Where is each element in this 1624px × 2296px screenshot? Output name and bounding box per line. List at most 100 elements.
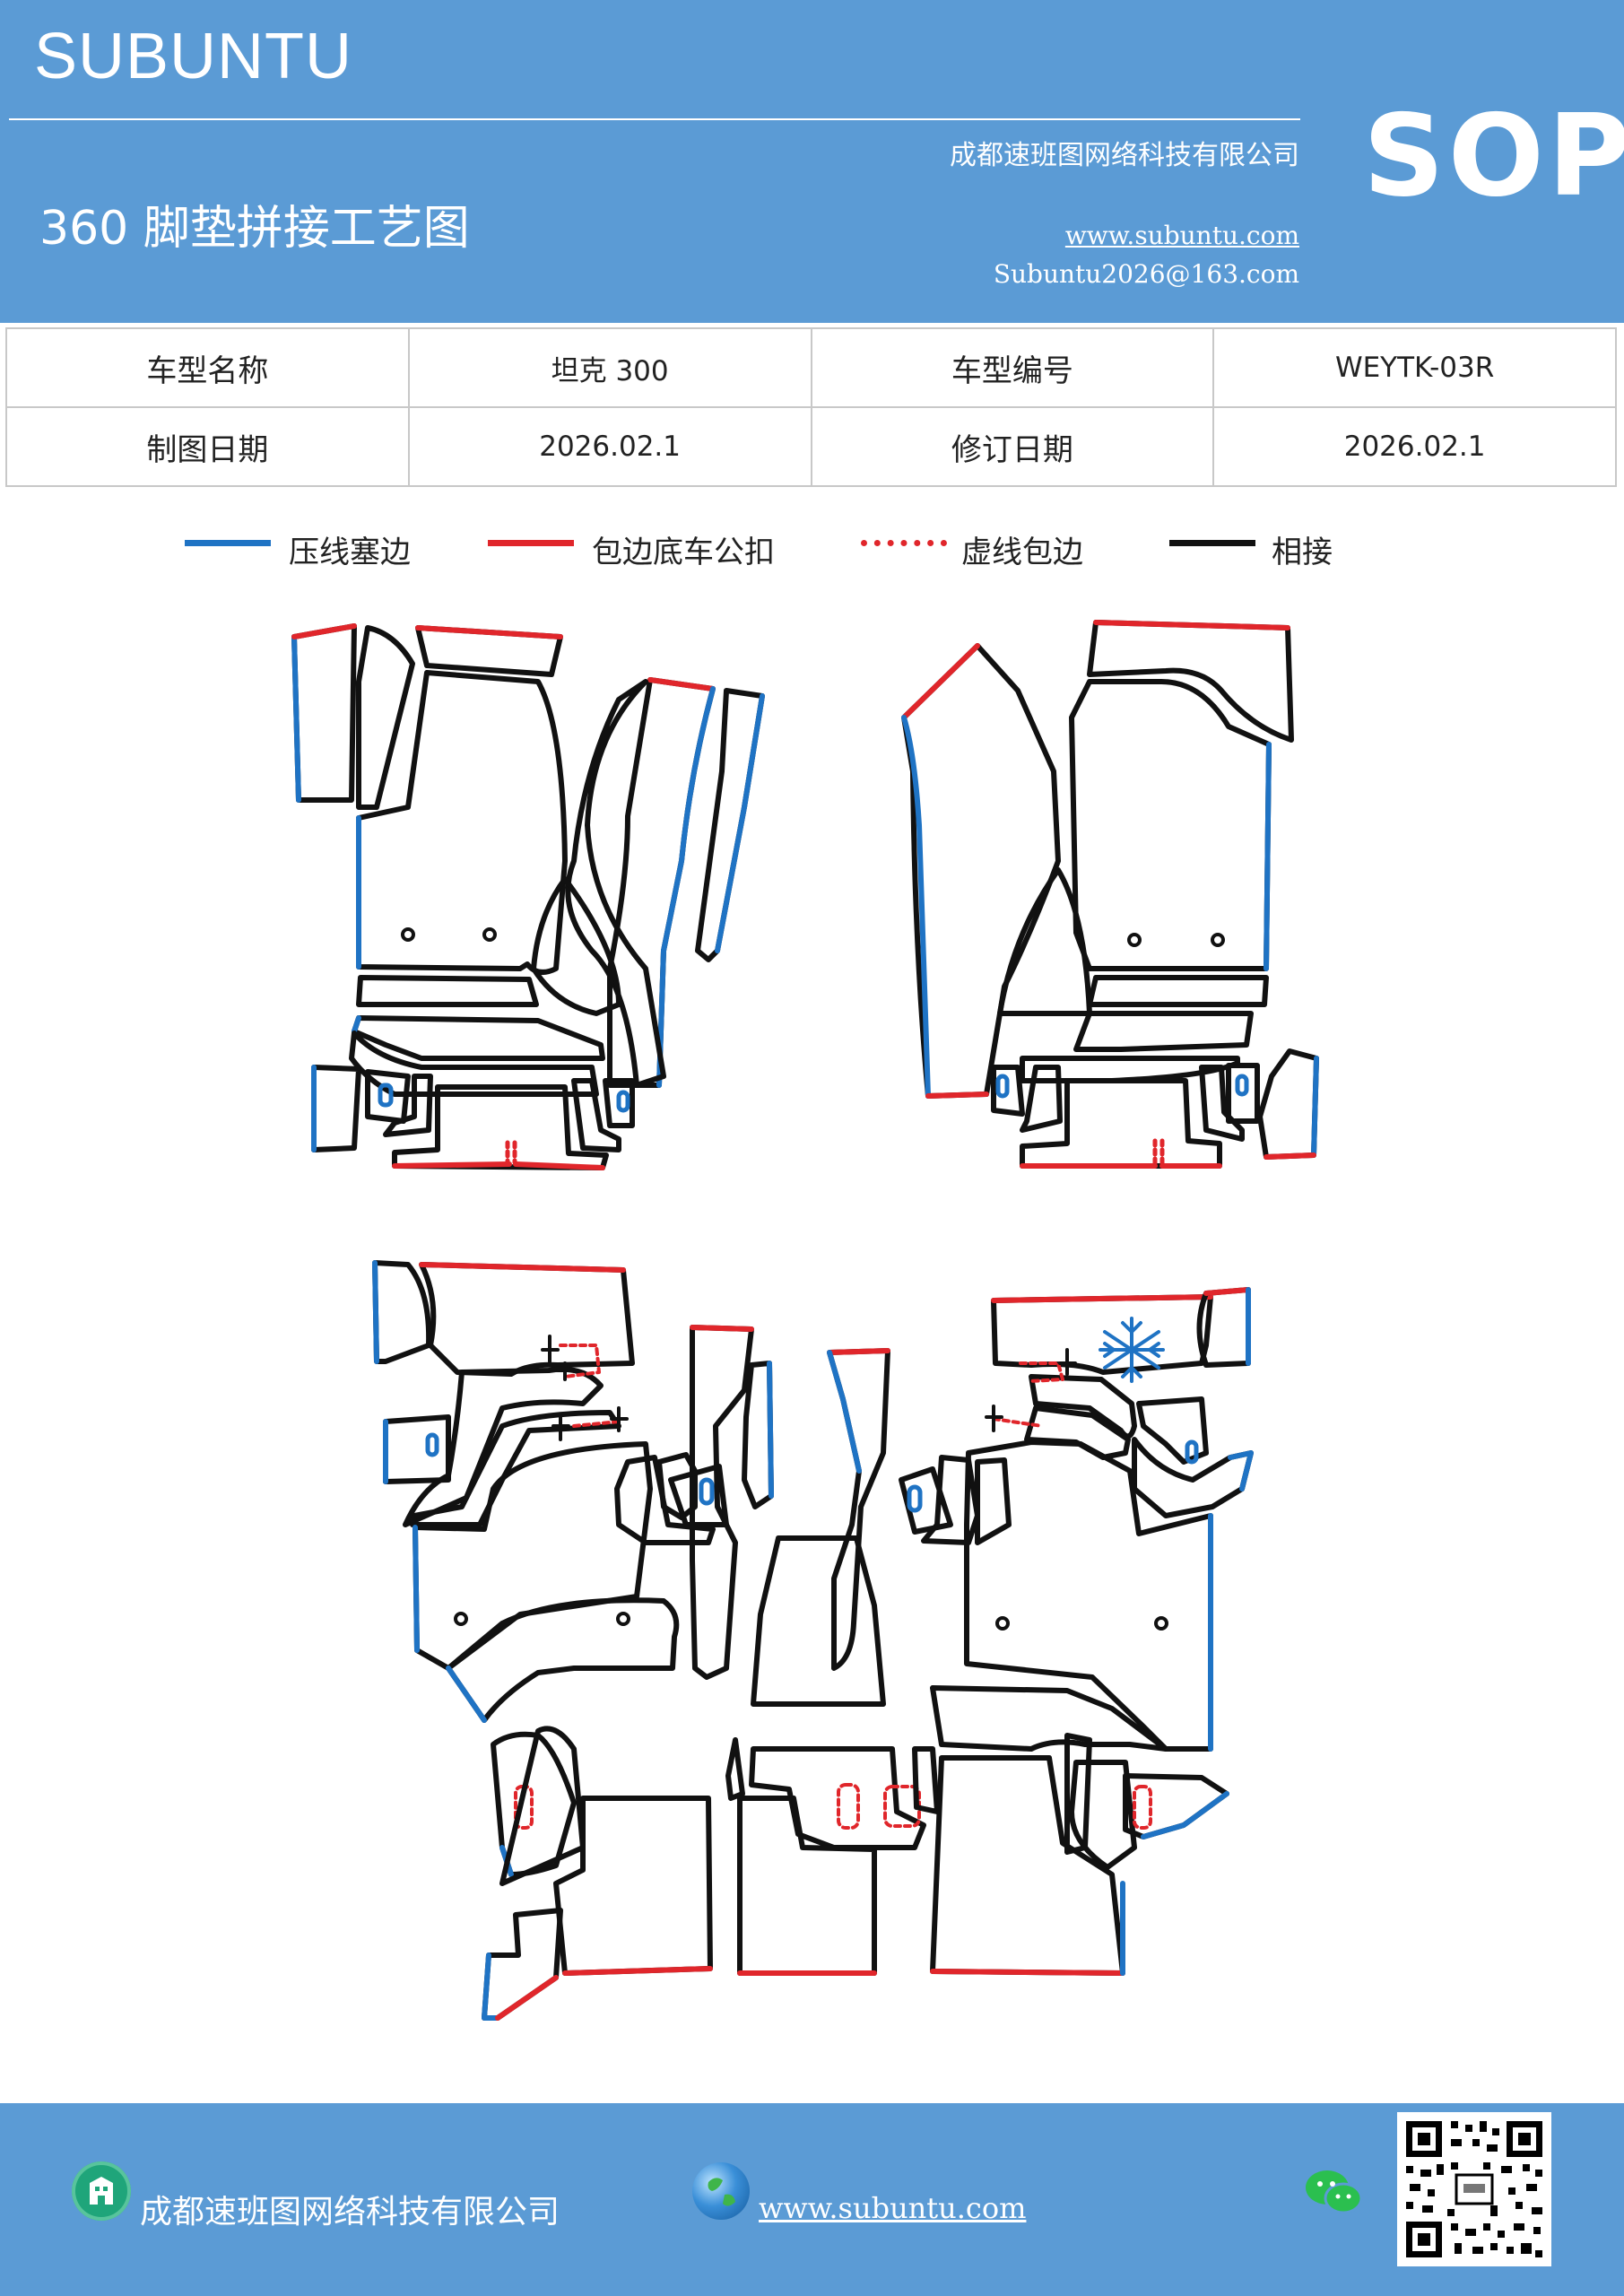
mounting-hole bbox=[1211, 933, 1225, 947]
mat-piece bbox=[1073, 1011, 1254, 1052]
legend-swatch-blue bbox=[185, 540, 271, 546]
press-slot bbox=[425, 1432, 439, 1457]
mat-piece bbox=[1020, 1065, 1063, 1133]
mat-piece bbox=[419, 1262, 635, 1377]
mat-piece-edge bbox=[413, 1525, 420, 1653]
mat-piece bbox=[372, 1260, 432, 1364]
legend-label: 相接 bbox=[1272, 535, 1333, 570]
mat-piece bbox=[356, 670, 568, 975]
mat-piece-edge bbox=[352, 1015, 361, 1034]
sop-badge: SOP bbox=[1363, 90, 1624, 222]
mat-piece-edge bbox=[495, 1975, 559, 2021]
snowflake-logo-icon bbox=[1099, 1317, 1165, 1383]
header-website-link[interactable]: www.subuntu.com bbox=[1064, 221, 1299, 250]
legend-swatch-red-dotted bbox=[861, 540, 947, 546]
mat-piece-edge bbox=[505, 1140, 517, 1165]
footer-website-link[interactable]: www.subuntu.com bbox=[759, 2191, 1027, 2225]
mat-piece-edge bbox=[482, 1952, 500, 2021]
mounting-hole bbox=[482, 927, 497, 942]
mat-piece bbox=[446, 1597, 680, 1723]
press-slot bbox=[907, 1484, 923, 1513]
legend-swatch-red bbox=[488, 540, 574, 546]
mat-piece bbox=[1196, 1287, 1251, 1368]
mat-piece-edge bbox=[1152, 1138, 1165, 1167]
mat-piece bbox=[991, 1065, 1025, 1117]
mat-piece-edge bbox=[1311, 1056, 1319, 1158]
mat-piece bbox=[383, 1074, 433, 1137]
legend-swatch-black bbox=[1169, 540, 1255, 546]
rear-right-mat-group bbox=[930, 1287, 1254, 1976]
mat-piece bbox=[899, 1466, 953, 1535]
rear-center-mat-group bbox=[614, 1325, 1012, 1976]
dashed-binding-path bbox=[559, 1344, 601, 1378]
mat-piece bbox=[975, 1457, 1012, 1545]
info-row-dates: 制图日期 2026.02.1 修订日期 2026.02.1 bbox=[5, 406, 1617, 487]
mat-piece-edge bbox=[901, 643, 980, 720]
mat-piece bbox=[291, 623, 357, 803]
mat-piece bbox=[695, 688, 765, 962]
revision-date-value: 2026.02.1 bbox=[1212, 406, 1617, 487]
mat-piece-edge bbox=[925, 1091, 989, 1099]
mounting-hole bbox=[616, 1612, 630, 1626]
press-slot bbox=[378, 1083, 394, 1108]
dashed-binding-path bbox=[992, 1417, 1044, 1428]
mat-piece bbox=[403, 1366, 604, 1527]
mat-piece-edge bbox=[562, 1966, 713, 1976]
wechat-icon[interactable] bbox=[1304, 2166, 1365, 2220]
drawing-date-label: 制图日期 bbox=[5, 406, 410, 487]
mat-piece bbox=[690, 1325, 754, 1680]
mounting-hole bbox=[1127, 933, 1142, 947]
mat-piece-edge bbox=[767, 1361, 774, 1499]
joint-mark bbox=[551, 1406, 629, 1441]
legend-label: 压线塞边 bbox=[289, 535, 411, 570]
mat-piece-edge bbox=[372, 1260, 379, 1364]
header-email: Subuntu2026@163.com bbox=[993, 259, 1299, 289]
mat-piece bbox=[352, 1015, 605, 1061]
mat-piece bbox=[614, 1455, 716, 1545]
front-right-mat-group bbox=[901, 620, 1319, 1169]
model-name-label: 车型名称 bbox=[5, 327, 410, 408]
mat-piece-edge bbox=[291, 634, 301, 803]
mat-piece-edge bbox=[656, 686, 716, 1088]
mat-piece bbox=[1064, 1733, 1092, 1855]
mat-piece-edge bbox=[291, 623, 357, 639]
mat-piece-edge bbox=[1264, 742, 1272, 971]
mat-piece bbox=[1199, 1065, 1245, 1142]
joint-mark bbox=[541, 1335, 574, 1381]
mat-piece-edge bbox=[991, 1294, 1213, 1303]
mat-piece bbox=[964, 1439, 1213, 1752]
mat-piece-edge bbox=[446, 1665, 487, 1723]
mounting-hole bbox=[995, 1616, 1010, 1631]
mat-piece-edge bbox=[690, 1325, 754, 1332]
press-slot bbox=[995, 1074, 1010, 1099]
mat-piece bbox=[1136, 1396, 1209, 1465]
qr-code-icon bbox=[1397, 2112, 1551, 2266]
mat-piece bbox=[991, 1294, 1213, 1375]
mat-piece-edge bbox=[1141, 1791, 1229, 1839]
mat-piece bbox=[1226, 1063, 1260, 1124]
header-company: 成都速班图网络科技有限公司 bbox=[950, 140, 1299, 171]
vehicle-info-table: 车型名称 坦克 300 车型编号 WEYTK-03R 制图日期 2026.02.… bbox=[5, 327, 1617, 487]
mat-piece bbox=[1069, 679, 1272, 971]
mat-piece-edge bbox=[419, 1262, 626, 1273]
mat-piece-edge bbox=[827, 1350, 862, 1474]
mat-piece bbox=[311, 1065, 361, 1152]
mat-piece bbox=[349, 1031, 599, 1097]
mat-piece bbox=[737, 1796, 877, 1976]
dashed-binding-path bbox=[572, 1420, 621, 1428]
mat-piece bbox=[1087, 975, 1269, 1007]
mat-piece bbox=[997, 867, 1092, 1016]
mat-piece-edge bbox=[901, 715, 931, 1099]
mat-piece-edge bbox=[715, 693, 765, 953]
legend-label: 虚线包边 bbox=[961, 535, 1083, 570]
globe-icon bbox=[692, 2162, 750, 2220]
mat-piece-edge bbox=[930, 1969, 1125, 1976]
mat-piece bbox=[668, 1464, 729, 1527]
dashed-binding-path bbox=[1019, 1361, 1064, 1383]
mat-piece bbox=[1257, 1048, 1319, 1160]
mat-piece-edge bbox=[415, 625, 563, 639]
floor-mat-splice-diagram bbox=[291, 620, 1319, 2021]
mat-piece-edge bbox=[1264, 1152, 1316, 1160]
building-icon bbox=[72, 2161, 131, 2221]
mat-piece bbox=[571, 1078, 621, 1152]
